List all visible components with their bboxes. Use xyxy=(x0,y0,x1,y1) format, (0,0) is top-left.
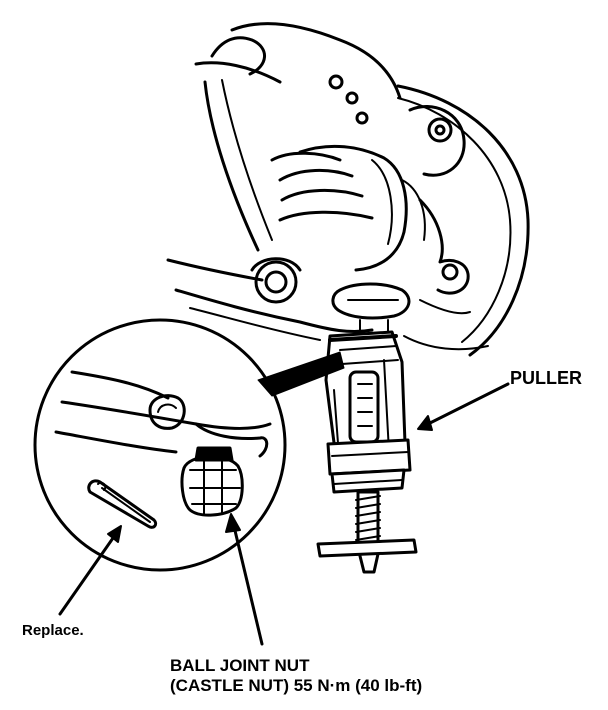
replace-label: Replace. xyxy=(22,622,84,639)
detail-magnifier xyxy=(33,318,345,572)
replace-arrowhead xyxy=(107,525,122,543)
puller-tool xyxy=(316,330,418,574)
puller-label: PULLER xyxy=(510,368,582,388)
nut-label-line1: BALL JOINT NUT xyxy=(170,656,310,675)
callout-arrows xyxy=(58,382,510,646)
knuckle-assembly xyxy=(166,22,530,357)
nut-label-line2: (CASTLE NUT) 55 N·m (40 lb-ft) xyxy=(170,675,423,695)
ball-joint-nut-label: BALL JOINT NUT (CASTLE NUT) 55 N·m (40 l… xyxy=(170,656,422,695)
puller-arrowhead xyxy=(417,415,433,431)
nut-arrow xyxy=(230,516,264,646)
puller-arrow xyxy=(418,382,510,430)
replace-arrow xyxy=(58,526,122,616)
nut-arrowhead xyxy=(225,513,241,533)
